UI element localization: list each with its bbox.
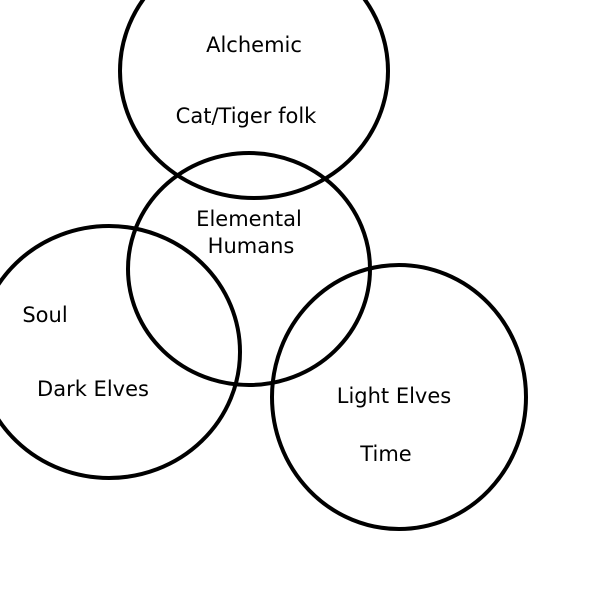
label-time: Time (359, 442, 411, 466)
label-humans: Humans (208, 234, 295, 258)
label-dark-elves: Dark Elves (37, 377, 149, 401)
circle-top (118, 0, 390, 200)
label-light-elves: Light Elves (337, 384, 451, 408)
label-alchemic: Alchemic (206, 33, 302, 57)
label-cat-tiger-folk: Cat/Tiger folk (176, 104, 317, 128)
label-elemental: Elemental (196, 207, 302, 231)
circle-right (270, 263, 528, 531)
label-soul: Soul (22, 303, 67, 327)
circle-left (0, 224, 242, 480)
